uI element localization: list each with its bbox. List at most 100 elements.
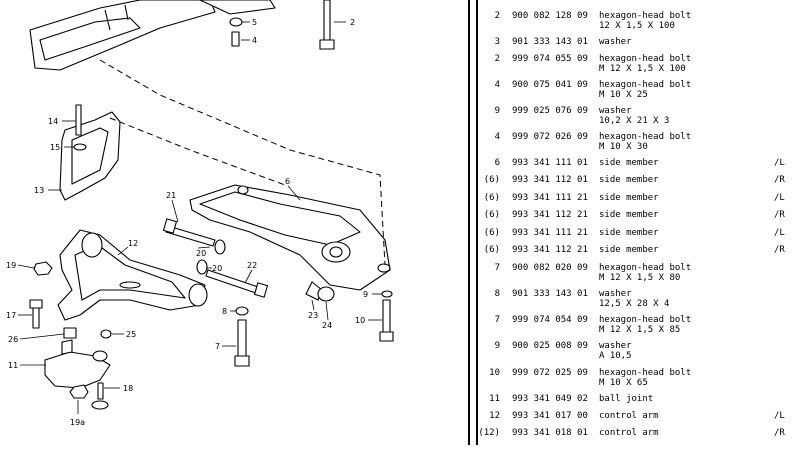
note-cell: /L — [774, 193, 785, 203]
crossmember-drawing — [29, 0, 276, 71]
description-cell: hexagon-head bolt — [599, 263, 692, 273]
description-cell: side member — [599, 193, 659, 203]
description-cell: washer — [599, 341, 632, 351]
side-member-6-drawing — [189, 184, 391, 291]
bolt-18-drawing — [91, 382, 109, 410]
description-cell: ball joint — [599, 394, 654, 404]
callout-label: 24 — [322, 321, 332, 330]
part-number-cell: 901 333 143 01 — [512, 289, 588, 299]
qty-cell: 3 — [494, 37, 500, 47]
callout-label: 13 — [34, 186, 44, 195]
part-number-cell: 993 341 017 00 — [512, 411, 588, 421]
callout-label: 10 — [355, 316, 365, 325]
description-cell: side member — [599, 228, 659, 238]
part-number-cell: 993 341 112 21 — [512, 210, 588, 220]
description-cell: side member — [599, 245, 659, 255]
callout-label: 19 — [6, 261, 16, 270]
part-number-cell: 993 341 111 01 — [512, 158, 588, 168]
part-number-cell: 999 074 054 09 — [512, 315, 588, 325]
callout-label: 23 — [308, 311, 318, 320]
qty-cell: 4 — [494, 132, 500, 142]
assembly-lines — [99, 59, 386, 266]
qty-cell: (6) — [483, 245, 500, 255]
note-cell: /L — [774, 158, 785, 168]
description-detail-cell: M 10 X 65 — [599, 378, 648, 388]
qty-cell: (6) — [483, 210, 500, 220]
note-cell: /L — [774, 411, 785, 421]
note-cell: /R — [774, 175, 785, 185]
callout-label: 14 — [48, 117, 58, 126]
description-detail-cell: M 10 X 30 — [599, 142, 648, 152]
description-cell: side member — [599, 158, 659, 168]
part-number-cell: 993 341 112 01 — [512, 175, 588, 185]
note-cell: /R — [774, 210, 785, 220]
part-number-cell: 900 025 008 09 — [512, 341, 588, 351]
description-detail-cell: A 10,5 — [599, 351, 632, 361]
description-cell: hexagon-head bolt — [599, 80, 692, 90]
qty-cell: 9 — [494, 341, 500, 351]
note-cell: /L — [774, 228, 785, 238]
callout-label: 6 — [285, 177, 290, 186]
parts-23-24-drawing — [305, 281, 335, 302]
callout-label: 15 — [50, 143, 60, 152]
qty-cell: 10 — [489, 368, 500, 378]
callout-label: 20 — [212, 264, 222, 273]
bolt-10-drawing — [379, 290, 394, 342]
leader-lines — [17, 21, 382, 414]
description-detail-cell: 10,2 X 21 X 3 — [599, 116, 670, 126]
part-number-cell: 999 074 055 09 — [512, 54, 588, 64]
divider-right — [476, 0, 478, 445]
bolt-17-drawing — [29, 299, 43, 329]
description-detail-cell: M 12 X 1,5 X 100 — [599, 64, 686, 74]
callout-label: 8 — [222, 307, 227, 316]
description-cell: hexagon-head bolt — [599, 368, 692, 378]
part-number-cell: 900 082 020 09 — [512, 263, 588, 273]
qty-cell: 2 — [494, 54, 500, 64]
callout-label: 21 — [166, 191, 176, 200]
qty-cell: 2 — [494, 11, 500, 21]
part-number-cell: 999 025 076 09 — [512, 106, 588, 116]
callout-label: 26 — [8, 335, 18, 344]
qty-cell: (6) — [483, 228, 500, 238]
qty-cell: 4 — [494, 80, 500, 90]
description-cell: control arm — [599, 411, 659, 421]
diagram-svg: 5 4 2 14 15 13 6 21 12 20 20 22 19 9 17 … — [6, 0, 394, 427]
qty-cell: (6) — [483, 175, 500, 185]
description-detail-cell: 12,5 X 28 X 4 — [599, 299, 670, 309]
part-number-cell: 900 075 041 09 — [512, 80, 588, 90]
washer-5-drawing — [229, 17, 243, 27]
part-number-cell: 993 341 111 21 — [512, 228, 588, 238]
description-cell: control arm — [599, 428, 659, 438]
part-number-cell: 993 341 112 21 — [512, 245, 588, 255]
nut-19-drawing — [33, 261, 53, 276]
washers-20-drawing — [196, 239, 226, 275]
ball-joint-11-drawing — [44, 339, 111, 389]
callout-label: 9 — [363, 290, 368, 299]
part-number-cell: 999 072 025 09 — [512, 368, 588, 378]
description-cell: side member — [599, 175, 659, 185]
description-cell: hexagon-head bolt — [599, 132, 692, 142]
callout-labels: 5 4 2 14 15 13 6 21 12 20 20 22 19 9 17 … — [6, 18, 368, 427]
divider-left — [468, 0, 470, 445]
qty-cell: (12) — [478, 428, 500, 438]
nut-19a-drawing — [69, 384, 89, 399]
callout-label: 12 — [128, 239, 138, 248]
part-number-cell: 900 082 128 09 — [512, 11, 588, 21]
qty-cell: 7 — [494, 315, 500, 325]
nut-25-drawing — [100, 329, 112, 339]
description-detail-cell: M 10 X 25 — [599, 90, 648, 100]
description-cell: side member — [599, 210, 659, 220]
description-cell: hexagon-head bolt — [599, 315, 692, 325]
qty-cell: 11 — [489, 394, 500, 404]
callout-label: 25 — [126, 330, 136, 339]
shield-13-drawing — [59, 104, 121, 201]
bolt-2-drawing — [319, 0, 335, 50]
part-number-cell: 993 341 111 21 — [512, 193, 588, 203]
description-cell: washer — [599, 106, 632, 116]
control-arm-12-drawing — [57, 229, 208, 321]
bolt-4-drawing — [231, 31, 240, 47]
qty-cell: 6 — [494, 158, 500, 168]
qty-cell: 8 — [494, 289, 500, 299]
qty-cell: 12 — [489, 411, 500, 421]
